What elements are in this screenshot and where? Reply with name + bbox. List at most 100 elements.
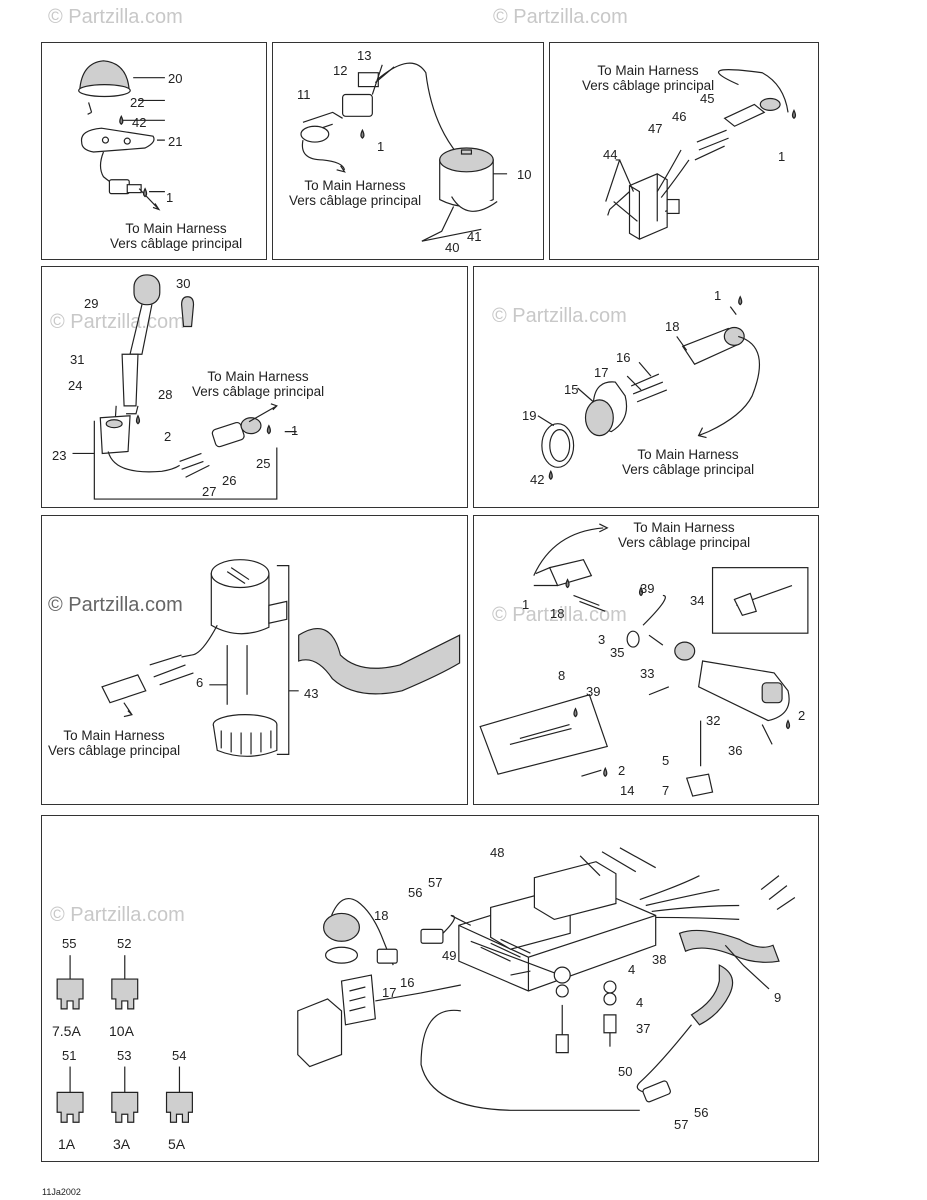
callout-48: 48	[490, 845, 505, 860]
callout-4: 4	[628, 962, 636, 977]
callout-50: 50	[618, 1064, 633, 1079]
navigation-light-drawing	[72, 274, 297, 500]
callout-19: 19	[522, 408, 537, 423]
callout-39b: 39	[586, 684, 601, 699]
callout-2: 2	[164, 429, 172, 444]
footer-code: 11Ja2002	[42, 1187, 81, 1197]
fuse-rating-54: 5A	[168, 1136, 186, 1152]
callout-41: 41	[467, 229, 482, 244]
fuse-icon	[165, 1066, 193, 1123]
fuse-icon	[111, 1066, 139, 1123]
callout-2b: 2	[618, 763, 626, 778]
callout-26: 26	[222, 473, 237, 488]
callout-3: 3	[598, 632, 606, 647]
callout-11: 11	[297, 87, 311, 102]
gauge-drawing	[537, 295, 760, 480]
callout-38: 38	[652, 952, 667, 967]
callout-9: 9	[774, 990, 782, 1005]
callout-34: 34	[690, 593, 705, 608]
fuse-rating-53: 3A	[113, 1136, 131, 1152]
callout-18: 18	[550, 606, 565, 621]
callout-42: 42	[530, 472, 545, 487]
resistor-drawing	[605, 69, 797, 240]
fuse-rating-52: 10A	[109, 1023, 134, 1039]
callout-8: 8	[558, 668, 566, 683]
callout-2: 2	[798, 708, 806, 723]
callout-1: 1	[778, 149, 786, 164]
fuse-number-51: 51	[62, 1048, 77, 1063]
fuse-icon	[56, 955, 84, 1010]
callout-17: 17	[594, 365, 609, 380]
callout-39: 39	[640, 581, 655, 596]
callout-18: 18	[665, 319, 680, 334]
courtesy-light-drawing	[78, 60, 165, 211]
callout-29: 29	[84, 296, 99, 311]
callout-49: 49	[442, 948, 457, 963]
callout-44: 44	[603, 147, 618, 162]
callout-4b: 4	[636, 995, 644, 1010]
panel-switch-bracket: © Partzilla.com 1 18 39 34 3 35 33 8 39 …	[473, 515, 819, 805]
watermark: © Partzilla.com	[48, 6, 183, 28]
switch-bracket-drawing	[479, 523, 809, 797]
fuse-number-55: 55	[62, 936, 77, 951]
callout-27: 27	[202, 484, 217, 499]
callout-17: 17	[382, 985, 397, 1000]
fuse-icon	[111, 955, 139, 1010]
callout-1: 1	[291, 423, 299, 438]
callout-23: 23	[52, 448, 67, 463]
callout-32: 32	[706, 713, 721, 728]
callout-21: 21	[168, 134, 183, 149]
callout-16: 16	[400, 975, 415, 990]
callout-22: 22	[130, 95, 145, 110]
callout-1: 1	[377, 139, 385, 154]
callout-31: 31	[70, 352, 85, 367]
watermark: © Partzilla.com	[493, 6, 628, 28]
callout-57b: 57	[674, 1117, 689, 1132]
callout-45: 45	[700, 91, 715, 106]
callout-36: 36	[728, 743, 743, 758]
callout-25: 25	[256, 456, 271, 471]
bilge-pump-drawing	[101, 559, 461, 757]
callout-33: 33	[640, 666, 655, 681]
panel-fuse-box: © Partzilla.com	[41, 815, 819, 1162]
callout-30: 30	[176, 276, 191, 291]
fuse-number-54: 54	[172, 1048, 187, 1063]
fuse-number-53: 53	[117, 1048, 132, 1063]
buzzer-drawing	[300, 62, 508, 242]
callout-56: 56	[408, 885, 423, 900]
panel-navigation-light: © Partzilla.com 30 29 31 28 24 2 1 23 25…	[41, 266, 468, 508]
callout-40: 40	[445, 240, 460, 255]
callout-47: 47	[648, 121, 663, 136]
callout-46: 46	[672, 109, 687, 124]
callout-14: 14	[620, 783, 635, 798]
callout-13: 13	[357, 48, 372, 63]
fuse-number-52: 52	[117, 936, 132, 951]
callout-20: 20	[168, 71, 183, 86]
callout-1: 1	[714, 288, 722, 303]
callout-6: 6	[196, 675, 204, 690]
callout-43: 43	[304, 686, 319, 701]
callout-42: 42	[132, 115, 147, 130]
callout-12: 12	[333, 63, 348, 78]
callout-35: 35	[610, 645, 625, 660]
panel-gauge: © Partzilla.com 1 18 16 17 15 19 42 To M…	[473, 266, 819, 508]
callout-56b: 56	[694, 1105, 709, 1120]
callout-16: 16	[616, 350, 631, 365]
callout-7: 7	[662, 783, 670, 798]
fuse-rating-51: 1A	[58, 1136, 76, 1152]
callout-18: 18	[374, 908, 389, 923]
callout-37: 37	[636, 1021, 651, 1036]
callout-1: 1	[166, 190, 174, 205]
callout-57: 57	[428, 875, 443, 890]
